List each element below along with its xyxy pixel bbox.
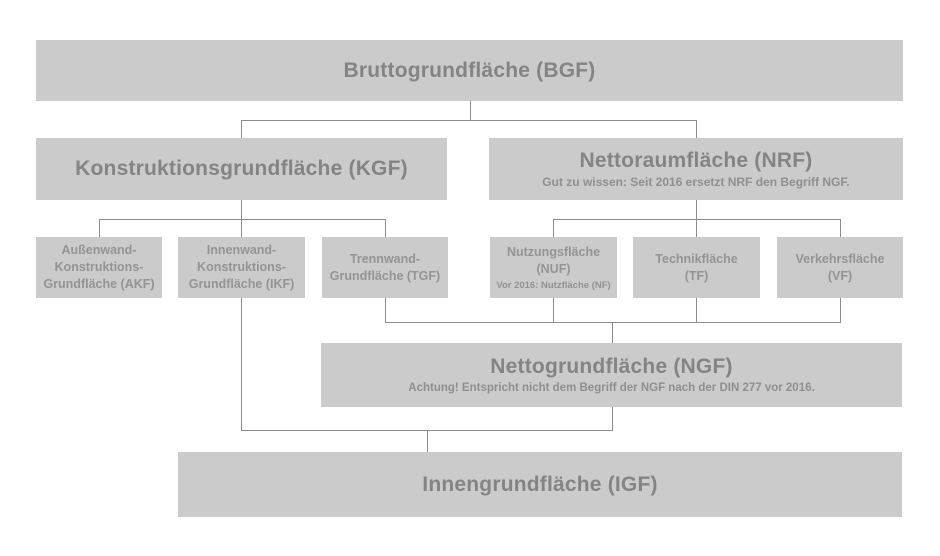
connector-tgf-to-ngf [385, 298, 386, 322]
node-nuf-note: Vor 2016: Nutzfläche (NF) [496, 279, 611, 291]
node-konstruktionsgrundflaeche: Konstruktionsgrundfläche (KGF) [36, 138, 447, 200]
node-nuf-label: Nutzungsfläche (NUF) [506, 244, 601, 276]
node-aussenwand-konstruktions-grundflaeche: Außenwand- Konstruktions- Grundfläche (A… [36, 237, 162, 298]
node-akf-label: Außenwand- Konstruktions- Grundfläche (A… [43, 243, 155, 291]
connector-kgf-drop [241, 120, 242, 138]
connector-nrf-stem [696, 200, 697, 219]
connector-nrf-drop [696, 120, 697, 138]
connector-tf-drop [696, 219, 697, 237]
node-nettoraumflaeche: Nettoraumfläche (NRF) Gut zu wissen: Sei… [489, 138, 903, 200]
connector-ngf-parents-rail [385, 322, 841, 323]
connector-ikf-drop [241, 219, 242, 237]
connector-igf-drop [427, 430, 428, 452]
node-ikf-label: Innenwand- Konstruktions- Grundfläche (I… [188, 243, 295, 291]
node-nettoraumflaeche-label: Nettoraumfläche (NRF) [579, 148, 813, 172]
connector-bgf-stem [470, 101, 471, 120]
node-tgf-label: Trennwand- Grundfläche (TGF) [329, 251, 441, 283]
connector-tf-to-ngf [696, 298, 697, 322]
connector-tgf-drop [385, 219, 386, 237]
connector-nuf-drop [553, 219, 554, 237]
connector-akf-drop [99, 219, 100, 237]
node-nettogrundflaeche-label: Nettogrundfläche (NGF) [490, 355, 733, 379]
connector-nrf-children-rail [553, 219, 841, 220]
node-innenwand-konstruktions-grundflaeche: Innenwand- Konstruktions- Grundfläche (I… [178, 237, 305, 298]
node-bruttogrundflaeche-label: Bruttogrundfläche (BGF) [343, 58, 596, 82]
node-verkehrsflaeche: Verkehrsfläche (VF) [777, 237, 903, 298]
node-trennwand-grundflaeche: Trennwand- Grundfläche (TGF) [322, 237, 448, 298]
connector-kgf-stem [241, 200, 242, 219]
connector-vf-to-ngf [840, 298, 841, 322]
connector-ngf-drop [612, 322, 613, 343]
node-innengrundflaeche-label: Innengrundfläche (IGF) [422, 472, 658, 496]
node-tf-label: Technikfläche (TF) [655, 251, 738, 283]
connector-kgf-children-rail [99, 219, 386, 220]
node-innengrundflaeche: Innengrundfläche (IGF) [178, 452, 902, 517]
node-konstruktionsgrundflaeche-label: Konstruktionsgrundfläche (KGF) [75, 157, 408, 181]
node-nettoraumflaeche-note: Gut zu wissen: Seit 2016 ersetzt NRF den… [542, 174, 850, 189]
node-nutzungsflaeche: Nutzungsfläche (NUF) Vor 2016: Nutzfläch… [490, 237, 617, 298]
connector-bgf-children-rail [241, 120, 697, 121]
node-technikflaeche: Technikfläche (TF) [633, 237, 760, 298]
connector-ikf-to-igf [241, 298, 242, 430]
node-vf-label: Verkehrsfläche (VF) [795, 251, 885, 283]
connector-ngf-to-igf [612, 407, 613, 430]
connector-nuf-to-ngf [553, 298, 554, 322]
node-nettogrundflaeche: Nettogrundfläche (NGF) Achtung! Entspric… [321, 343, 902, 407]
node-nettogrundflaeche-note: Achtung! Entspricht nicht dem Begriff de… [408, 382, 815, 395]
node-bruttogrundflaeche: Bruttogrundfläche (BGF) [36, 40, 903, 101]
connector-vf-drop [840, 219, 841, 237]
